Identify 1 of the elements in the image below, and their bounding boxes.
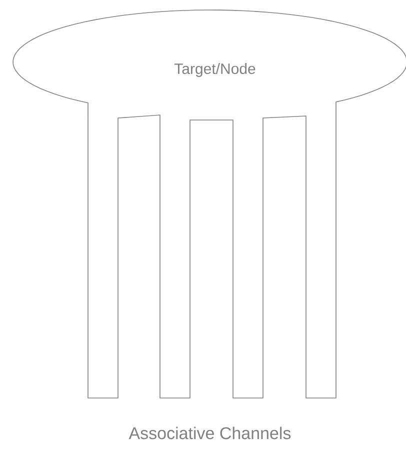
- channel-label: Associative Channels: [128, 426, 291, 440]
